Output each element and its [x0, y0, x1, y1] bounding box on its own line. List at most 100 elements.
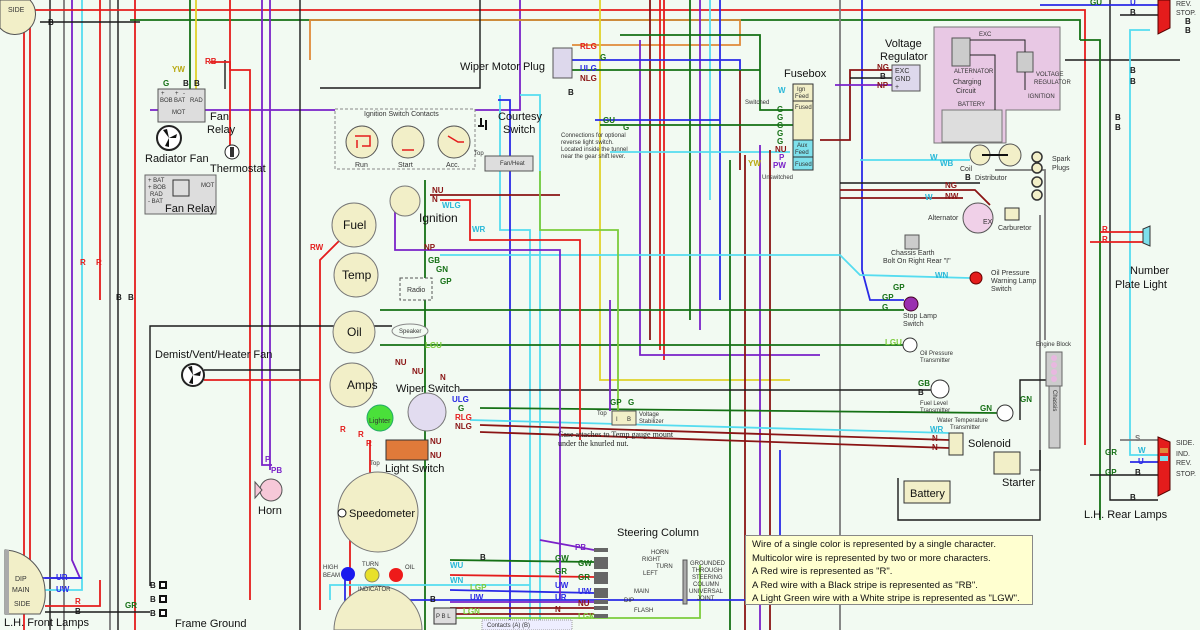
fan-heat-switch: Fan/Heat Top: [474, 151, 534, 172]
vs-label-2: Stabilizer: [639, 419, 664, 425]
wire-code-label: B: [1130, 493, 1136, 502]
turn-label: TURN: [362, 562, 379, 568]
wtt-label-2: Transmitter: [950, 425, 980, 431]
wire-code-label: UW: [56, 585, 70, 594]
legend-line: A Light Green wire with a White stripe i…: [752, 593, 1020, 605]
fan-relay-rad: RAD: [190, 98, 203, 104]
wire-code-label: GR: [125, 601, 137, 610]
wire-g: [620, 34, 793, 111]
vr-label-2: Regulator: [880, 51, 928, 63]
wire-code-label: B: [568, 88, 574, 97]
vr-label-1: Voltage: [885, 38, 922, 50]
wire-code-label: R: [80, 258, 86, 267]
fan-relay-bob: BOB: [160, 98, 173, 104]
ex-label: EX: [983, 219, 993, 226]
wire-w: [45, 0, 83, 591]
fuel-level-transmitter-icon: [930, 379, 950, 399]
flash-contact: FLASH: [634, 608, 653, 614]
wire-r: [440, 199, 581, 440]
wire-r: [45, 580, 101, 607]
dip-contact: DIP: [624, 598, 634, 604]
legend-bat-plus: + BAT: [148, 178, 165, 184]
fused-label: Fused: [795, 105, 812, 111]
oil-switch-label-1: Oil Pressure: [991, 270, 1030, 277]
vr-exc: EXC: [895, 68, 909, 75]
wire-u: [498, 99, 511, 630]
contacts-label: Contacts (A) (B): [487, 623, 530, 629]
legend-line: A Red wire is represented as "R".: [752, 566, 893, 578]
wtt-label-1: Water Temperature: [937, 418, 989, 424]
legend-line: A Red wire with a Black stripe is repres…: [752, 579, 978, 591]
oil-lamp-label: OIL: [405, 565, 415, 571]
wire-code-label: PB: [271, 466, 282, 475]
wire-g: [479, 407, 998, 414]
wire-code-label: UR: [56, 573, 68, 582]
wire-code-label: R: [1102, 235, 1108, 244]
wire-code-label: ULG: [580, 64, 597, 73]
flt-label-2: Transmitter: [920, 408, 950, 414]
wire-code-label: P: [779, 153, 785, 162]
wire-code-label: GW: [555, 554, 569, 563]
wire-code-label: UW: [470, 593, 484, 602]
minus-mark: -: [183, 91, 185, 97]
voltage-regulator: Voltage Regulator EXC GND +: [880, 38, 928, 92]
courtesy-switch: Courtesy Switch: [478, 111, 543, 136]
wire-code-label: B: [75, 607, 81, 616]
wire-code-label: NG: [877, 63, 889, 72]
stop-lamp-label-2: Switch: [903, 321, 924, 328]
amps-label: Amps: [347, 378, 378, 392]
wire-code-label: G: [777, 137, 783, 146]
horn-icon: [254, 480, 263, 500]
wiper-switch-label: Wiper Switch: [396, 383, 460, 395]
wire-p: [261, 0, 272, 466]
vs-label-1: Voltage: [639, 412, 660, 418]
chassis-icon: [1048, 385, 1061, 449]
wire-p: [150, 0, 521, 111]
wire-w: [520, 94, 541, 620]
engine-block-label: Engine Block: [1036, 342, 1072, 348]
horn-contact: HORN: [651, 550, 669, 556]
opt-label-1: Oil Pressure: [920, 351, 954, 357]
wire-code-label: W: [1138, 446, 1146, 455]
horn: Horn: [254, 478, 283, 517]
wire-n: [479, 424, 950, 441]
wire-code-label: ULG: [452, 395, 469, 404]
beam-label: BEAM: [323, 573, 340, 579]
ignition-inset: IGNITION: [1028, 94, 1055, 100]
indicator-label: INDICATOR: [358, 587, 391, 593]
wire-code-label: NP: [877, 81, 889, 90]
water-temp-transmitter-icon: [996, 404, 1014, 422]
stop-lamp-label-1: Stop Lamp: [903, 313, 937, 320]
wire-code-label: YW: [748, 159, 761, 168]
wire-code-label: B: [430, 595, 436, 604]
wire-u: [449, 589, 595, 594]
wire-code-label: B: [1135, 468, 1141, 477]
wire-code-label: G: [600, 53, 606, 62]
wire-code-label: RB: [205, 57, 217, 66]
fan-relay: BOB BAT RAD MOT + + - Fan Relay: [157, 88, 236, 136]
fusebox-label: Fusebox: [784, 68, 827, 80]
wire-code-label: B: [1115, 123, 1121, 132]
fan-heat-label: Fan/Heat: [500, 161, 525, 167]
stop-lamp-switch-icon: [903, 296, 919, 312]
lighter-label: Lighter: [369, 418, 391, 425]
radiator-fan: Radiator Fan: [145, 125, 209, 165]
aux-label: Aux: [797, 143, 807, 149]
wire-code-label: LGN: [463, 607, 480, 616]
top-label: Top: [597, 411, 607, 417]
wiper-motor-plug-label: Wiper Motor Plug: [460, 61, 545, 73]
note-line: reverse light switch.: [561, 140, 614, 146]
steering-column-label: Steering Column: [617, 527, 699, 539]
wire-code-label: NP: [424, 243, 436, 252]
wire-u: [344, 450, 781, 601]
fan-relay-bat: BAT: [174, 98, 186, 104]
engine-components: Coil Distributor Spark Plugs Alternator …: [883, 143, 1072, 504]
alternator-label: Alternator: [928, 215, 959, 222]
radio-box: [399, 277, 433, 301]
spark-label-2: Plugs: [1052, 165, 1070, 172]
wire-code-label: UW: [555, 581, 569, 590]
wire-code-label: GP: [893, 283, 905, 292]
wire-w: [499, 95, 531, 630]
rear-rev-label: REV.: [1176, 460, 1192, 467]
